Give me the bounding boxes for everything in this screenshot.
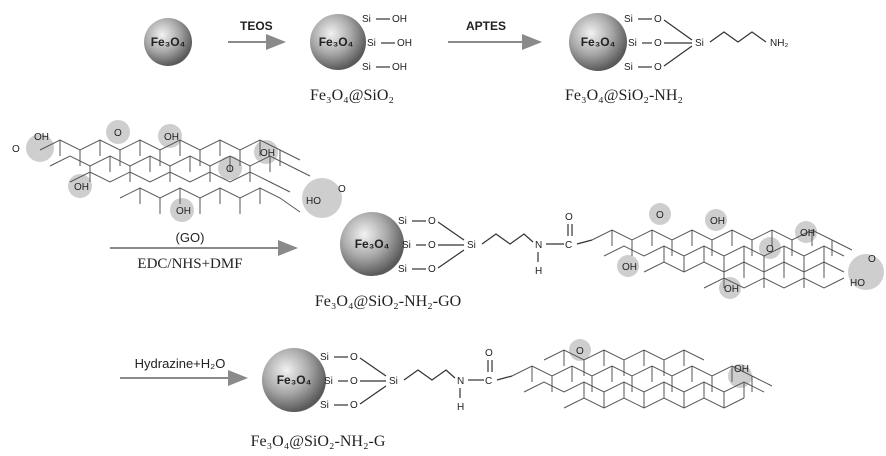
- si-label: Si: [367, 38, 376, 49]
- o-label: O: [428, 264, 436, 275]
- o-label: O: [12, 144, 20, 155]
- reagent-edc-nhs: EDC/NHS+DMF: [137, 256, 242, 272]
- o-label: O: [338, 184, 346, 195]
- arrow-teos: TEOS: [228, 19, 286, 50]
- si-label: Si: [695, 38, 704, 49]
- graphene-oxide-sheet-attached: O OH O OH OH OH HO O: [591, 203, 884, 299]
- core-label: Fe₃O₄: [355, 237, 390, 251]
- o-label: O: [654, 38, 662, 49]
- oh-label: OH: [164, 132, 179, 143]
- si-label: Si: [320, 400, 329, 411]
- ho-label: HO: [850, 278, 865, 289]
- si-label: Si: [467, 240, 476, 251]
- oh-label: OH: [710, 216, 725, 227]
- o-label: O: [656, 210, 664, 221]
- si-label: Si: [362, 14, 371, 25]
- arrow-aptes: APTES: [448, 19, 542, 50]
- sphere-fe3o4-sio2-nh2-g: Fe₃O₄ Si Si Si O O O Si N H C O: [262, 348, 513, 413]
- product-label-sio2: Fe₃O₄@SiO₂: [310, 87, 394, 104]
- o-label: O: [654, 14, 662, 25]
- core-label: Fe₃O₄: [151, 35, 186, 49]
- c-label: C: [485, 376, 492, 387]
- o-label: O: [565, 212, 573, 223]
- si-label: Si: [320, 352, 329, 363]
- o-label: O: [350, 400, 358, 411]
- product-label-sio2-nh2: Fe₃O₄@SiO₂-NH₂: [565, 87, 683, 104]
- reagent-teos: TEOS: [240, 19, 273, 33]
- oh-label: OH: [74, 182, 89, 193]
- oh-label: OH: [392, 14, 407, 25]
- o-label: O: [485, 348, 493, 359]
- oh-label: OH: [800, 228, 815, 239]
- arrow-hydrazine: Hydrazine+H₂O: [120, 356, 248, 386]
- o-label: O: [766, 244, 774, 255]
- core-label: Fe₃O₄: [319, 35, 354, 49]
- sphere-fe3o4-sio2: Fe₃O₄ Si Si Si OH OH OH: [310, 14, 412, 73]
- oh-label: OH: [734, 364, 749, 375]
- si-label: Si: [398, 264, 407, 275]
- o-label: O: [868, 254, 876, 265]
- si-label: Si: [402, 240, 411, 251]
- product-label-sio2-nh2-g: Fe₃O₄@SiO₂-NH₂-G: [251, 433, 386, 450]
- n-label: N: [535, 240, 542, 251]
- ho-label: HO: [306, 196, 321, 207]
- oh-label: OH: [622, 262, 637, 273]
- reagent-go: (GO): [176, 230, 205, 245]
- oh-label: OH: [176, 206, 191, 217]
- sphere-fe3o4-sio2-nh2-go: Fe₃O₄ Si Si Si O O O Si N H C O: [340, 212, 593, 277]
- core-label: Fe₃O₄: [277, 373, 312, 387]
- si-label: Si: [389, 376, 398, 387]
- core-label: Fe₃O₄: [581, 35, 616, 49]
- o-label: O: [226, 164, 234, 175]
- si-label: Si: [398, 216, 407, 227]
- oh-label: OH: [392, 62, 407, 73]
- o-label: O: [350, 376, 358, 387]
- o-label: O: [576, 346, 584, 357]
- product-label-sio2-nh2-go: Fe₃O₄@SiO₂-NH₂-GO: [315, 293, 461, 310]
- graphene-oxide-sheet: O OH O OH OH OH OH O HO O: [12, 120, 346, 222]
- o-label: O: [114, 128, 122, 139]
- nh2-label: NH₂: [770, 38, 788, 49]
- si-label: Si: [624, 14, 633, 25]
- c-label: C: [565, 240, 572, 251]
- oh-label: OH: [724, 284, 739, 295]
- h-label: H: [457, 402, 464, 413]
- oh-label: OH: [397, 38, 412, 49]
- reagent-aptes: APTES: [466, 19, 506, 33]
- sphere-fe3o4-sio2-nh2: Fe₃O₄ Si Si Si O O O Si NH₂: [569, 13, 788, 73]
- o-label: O: [428, 240, 436, 251]
- reagent-hydrazine: Hydrazine+H₂O: [135, 356, 226, 371]
- si-label: Si: [624, 62, 633, 73]
- graphene-sheet-reduced: O OH: [511, 339, 773, 409]
- si-label: Si: [628, 38, 637, 49]
- oh-label: OH: [34, 132, 49, 143]
- sphere-fe3o4-start: Fe₃O₄: [144, 18, 192, 66]
- oh-label: OH: [260, 148, 275, 159]
- arrow-go-coupling: (GO) EDC/NHS+DMF: [110, 230, 298, 272]
- o-label: O: [428, 216, 436, 227]
- si-label: Si: [362, 62, 371, 73]
- h-label: H: [535, 266, 542, 277]
- o-label: O: [654, 62, 662, 73]
- o-label: O: [350, 352, 358, 363]
- si-label: Si: [324, 376, 333, 387]
- n-label: N: [457, 376, 464, 387]
